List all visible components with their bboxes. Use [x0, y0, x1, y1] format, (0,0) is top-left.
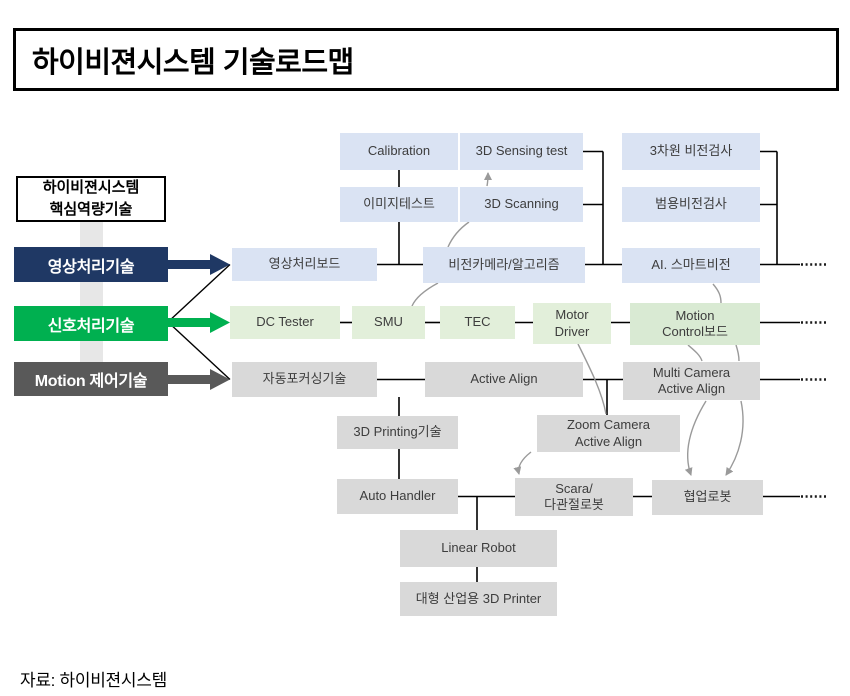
video-track-arrow	[168, 254, 230, 275]
title-box: 하이비젼시스템 기술로드맵	[13, 28, 839, 91]
node-ai-smart-vision: AI. 스마트비전	[622, 248, 760, 283]
node-collaborative-robot: 협업로봇	[652, 480, 763, 515]
track-video-processing: 영상처리기술	[14, 247, 168, 282]
node-zoom-camera-active-align: Zoom Camera Active Align	[537, 415, 680, 452]
track-arrows	[168, 254, 230, 390]
node-general-vision-inspection: 범용비전검사	[622, 187, 760, 222]
node-video-processing-board: 영상처리보드	[232, 248, 377, 281]
node-dc-tester: DC Tester	[230, 306, 340, 339]
curved-flow-connectors	[411, 172, 744, 476]
track-motion-control: Motion 제어기술	[14, 362, 168, 396]
core-competency-box: 하이비젼시스템 핵심역량기술	[16, 176, 166, 222]
node-linear-robot: Linear Robot	[400, 530, 557, 567]
node-vision-camera-algorithm: 비전카메라/알고리즘	[423, 247, 585, 283]
node-3d-scanning: 3D Scanning	[460, 187, 583, 222]
fanout-diagonals	[167, 263, 231, 381]
row4-connectors	[398, 397, 800, 582]
node-smu: SMU	[352, 306, 425, 339]
node-3d-vision-inspection: 3차원 비전검사	[622, 133, 760, 170]
node-multi-camera-active-align: Multi Camera Active Align	[623, 362, 760, 400]
signal-track-arrow	[168, 312, 230, 333]
node-3d-printing-tech: 3D Printing기술	[337, 416, 458, 449]
row3-connectors	[377, 378, 800, 415]
node-auto-focusing: 자동포커싱기술	[232, 362, 377, 397]
source-note: 자료: 하이비젼시스템	[20, 671, 167, 690]
node-image-test: 이미지테스트	[340, 187, 458, 222]
node-calibration: Calibration	[340, 133, 458, 170]
node-tec: TEC	[440, 306, 515, 339]
page-title: 하이비젼시스템 기술로드맵	[32, 46, 354, 79]
node-large-industrial-3d-printer: 대형 산업용 3D Printer	[400, 582, 557, 616]
node-active-align: Active Align	[425, 362, 583, 397]
continuation-dots	[801, 263, 826, 498]
node-3d-sensing-test: 3D Sensing test	[460, 133, 583, 170]
track-background-band	[80, 180, 103, 396]
node-motion-control-board: Motion Control보드	[630, 303, 760, 345]
track-signal-processing: 신호처리기술	[14, 306, 168, 341]
node-motor-driver: Motor Driver	[533, 303, 611, 344]
row1-connectors	[377, 150, 800, 266]
node-scara-articulated-robot: Scara/ 다관절로봇	[515, 478, 633, 516]
motion-track-arrow	[168, 369, 230, 390]
node-auto-handler: Auto Handler	[337, 479, 458, 514]
